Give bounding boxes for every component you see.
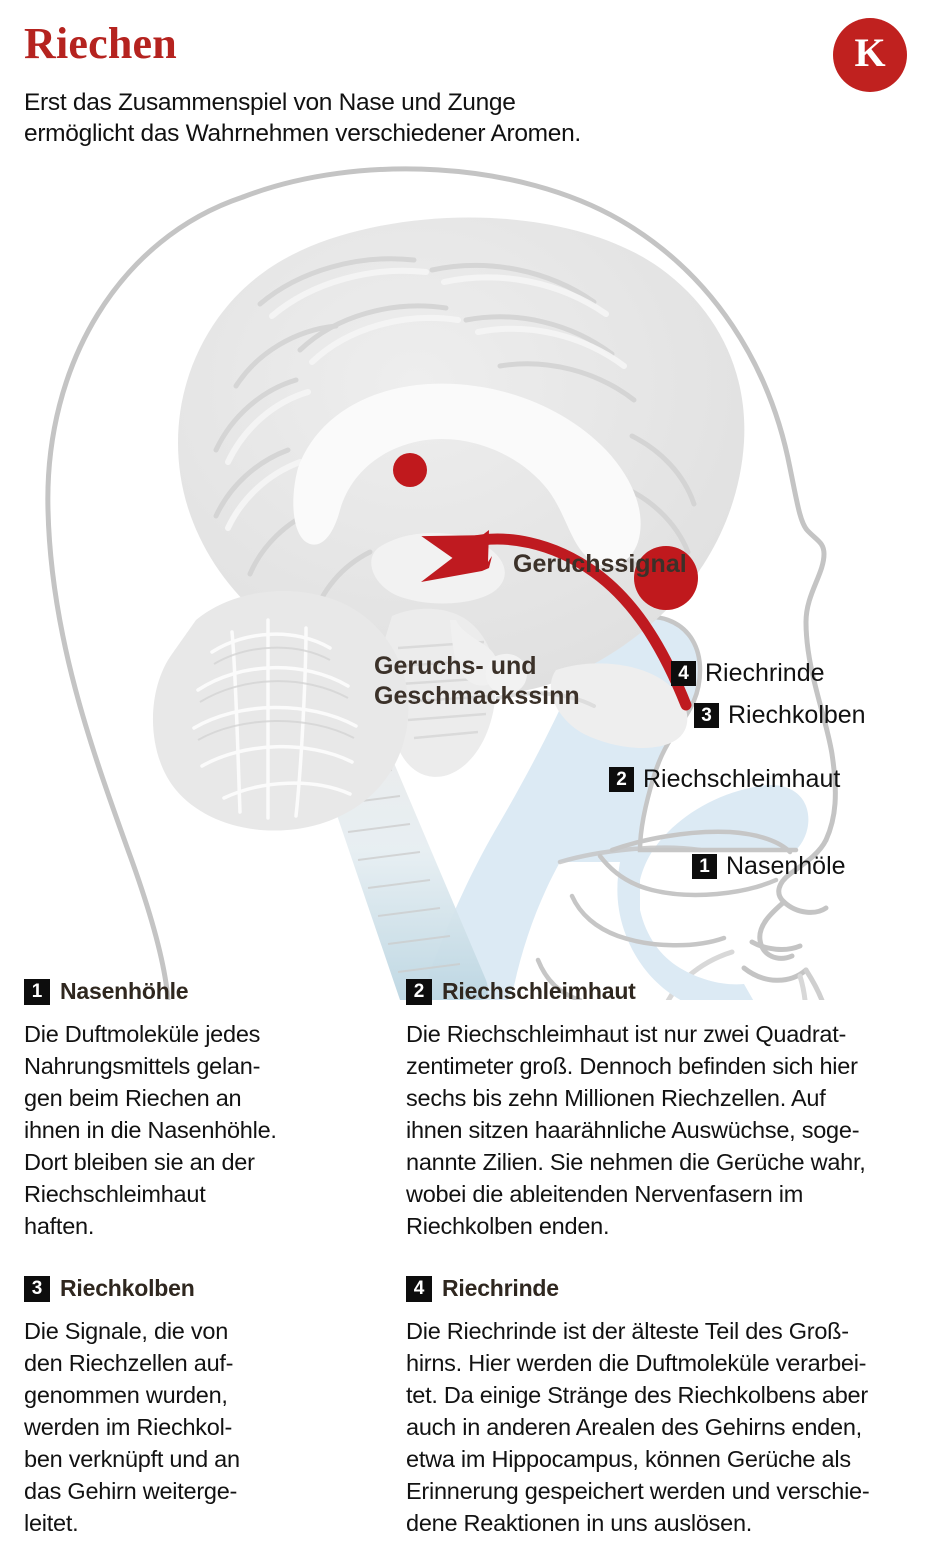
section-head: 1 Nasenhöhle: [24, 978, 286, 1005]
callout-badge-3: 3: [694, 703, 719, 728]
callout-riechrinde: 4 Riechrinde: [671, 659, 825, 688]
marker-dot-bulb: [634, 546, 698, 610]
section-badge-2: 2: [406, 978, 432, 1005]
nasal-cavity-shape: [420, 614, 809, 1000]
callout-badge-1: 1: [692, 854, 717, 879]
callout-label-2: Riechschleimhaut: [643, 765, 841, 793]
section-title-1: Nasenhöhle: [60, 978, 189, 1004]
section-badge-3: 3: [24, 1275, 50, 1302]
section-body-4: Die Riechrinde ist der älteste Teil des …: [406, 1318, 870, 1536]
section-body-2: Die Riechschleimhaut ist nur zwei Quadra…: [406, 1021, 866, 1239]
callout-label-4: Riechrinde: [705, 659, 825, 687]
section-head: 4 Riechrinde: [406, 1275, 916, 1302]
section-riechkolben: 3 Riechkolben Die Signale, die von den R…: [24, 1275, 286, 1539]
callout-riechkolben: 3 Riechkolben: [694, 701, 866, 730]
anatomy-svg: [45, 166, 838, 1000]
section-riechrinde: 4 Riechrinde Die Riechrinde ist der älte…: [406, 1275, 916, 1539]
callout-badge-2: 2: [609, 767, 634, 792]
section-badge-4: 4: [406, 1275, 432, 1302]
head-anatomy-illustration: 4 Riechrinde 3 Riechkolben 2 Riechschlei…: [0, 150, 932, 1000]
label-geruchs-und-geschmackssinn: Geruchs- und Geschmackssinn: [374, 652, 580, 710]
section-title-3: Riechkolben: [60, 1275, 195, 1301]
section-title-4: Riechrinde: [442, 1275, 559, 1301]
page-title: Riechen: [24, 19, 177, 68]
marker-dot-sense: [393, 453, 427, 487]
callout-nasenhoehle: 1 Nasenhöle: [692, 852, 846, 881]
section-riechschleimhaut: 2 Riechschleimhaut Die Riechschleimhaut …: [406, 978, 916, 1242]
section-body-3: Die Signale, die von den Riechzellen auf…: [24, 1318, 240, 1536]
callout-riechschleimhaut: 2 Riechschleimhaut: [609, 765, 840, 794]
section-body-1: Die Duftmoleküle jedes Nahrungsmittels g…: [24, 1021, 277, 1239]
subtitle: Erst das Zusammenspiel von Nase und Zung…: [24, 89, 581, 147]
section-head: 2 Riechschleimhaut: [406, 978, 916, 1005]
section-nasenhoehle: 1 Nasenhöhle Die Duftmoleküle jedes Nahr…: [24, 978, 286, 1242]
section-title-2: Riechschleimhaut: [442, 978, 636, 1004]
infographic-header: Riechen Erst das Zusammenspiel von Nase …: [0, 0, 932, 160]
callout-badge-4: 4: [671, 661, 696, 686]
callout-label-3: Riechkolben: [728, 701, 866, 729]
brain-shape: [152, 217, 745, 831]
callout-label-1: Nasenhöle: [726, 852, 846, 880]
label-geruchssignal: Geruchssignal: [513, 550, 687, 578]
logo-letter: K: [854, 30, 886, 75]
section-badge-1: 1: [24, 978, 50, 1005]
section-head: 3 Riechkolben: [24, 1275, 286, 1302]
kurier-logo: K: [833, 18, 907, 92]
